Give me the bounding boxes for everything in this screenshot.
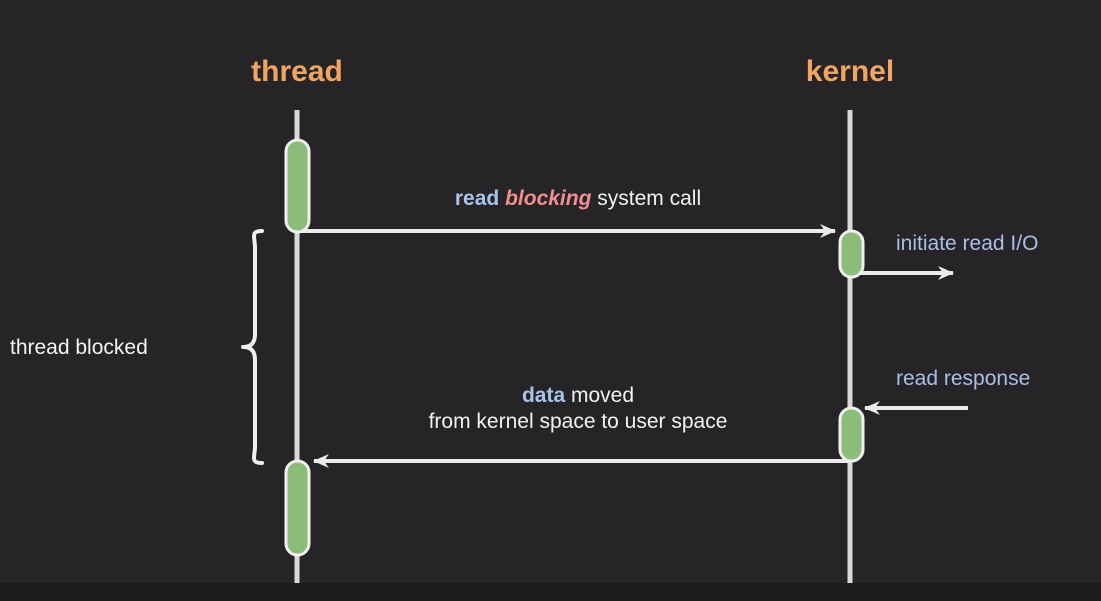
- message-label-data-moved-line1: data moved: [429, 383, 728, 409]
- activation-bar-thread-2: [284, 459, 311, 557]
- actor-title-thread: thread: [251, 55, 343, 88]
- token-read: read: [454, 187, 500, 210]
- annotation-thread-blocked: thread blocked: [10, 336, 148, 359]
- thread-blocked-brace: [241, 229, 264, 465]
- token-system-call: system call: [597, 187, 702, 210]
- token-data: data: [521, 384, 566, 407]
- token-blocking: blocking: [505, 187, 592, 210]
- activation-bar-kernel-2: [838, 406, 865, 463]
- message-label-read-blocking-system-call: read blocking system call: [455, 186, 701, 212]
- message-label-read-response: read response: [896, 367, 1031, 390]
- token-moved: moved: [571, 384, 635, 407]
- activation-bar-thread-1: [284, 138, 311, 234]
- message-label-data-moved: data moved from kernel space to user spa…: [429, 383, 728, 434]
- actor-title-kernel: kernel: [805, 55, 895, 88]
- message-label-data-moved-line2: from kernel space to user space: [428, 409, 728, 433]
- message-label-initiate-read-io: initiate read I/O: [896, 232, 1039, 255]
- activation-bar-kernel-1: [838, 229, 865, 279]
